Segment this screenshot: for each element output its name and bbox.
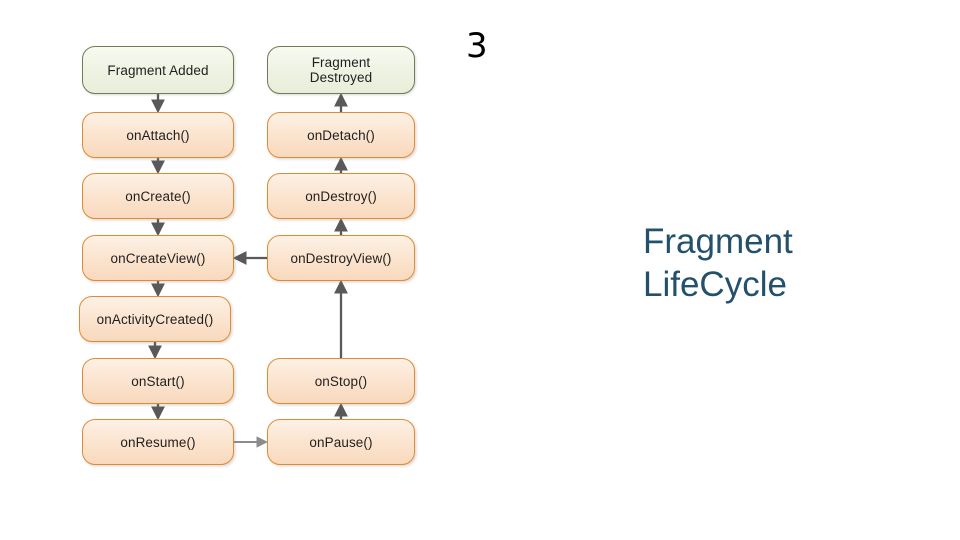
node-label: onStart() xyxy=(131,373,185,389)
node-on-pause: onPause() xyxy=(267,419,415,465)
node-on-create-view: onCreateView() xyxy=(82,235,234,281)
node-label: Fragment Added xyxy=(107,62,209,78)
node-fragment-destroyed: Fragment Destroyed xyxy=(267,46,415,94)
node-on-detach: onDetach() xyxy=(267,112,415,158)
node-label: onDetach() xyxy=(307,127,375,143)
fragment-lifecycle-diagram: Fragment Added onAttach() onCreate() onCrea… xyxy=(0,0,480,510)
slide-number: 3 xyxy=(466,26,488,66)
node-label: onAttach() xyxy=(126,127,190,143)
node-on-attach: onAttach() xyxy=(82,112,234,158)
node-on-start: onStart() xyxy=(82,358,234,404)
node-label: onStop() xyxy=(314,373,368,389)
node-label: onCreateView() xyxy=(110,250,206,266)
node-on-activity-created: onActivityCreated() xyxy=(79,296,231,342)
node-label: onActivityCreated() xyxy=(96,311,214,327)
node-on-resume: onResume() xyxy=(82,419,234,465)
node-on-stop: onStop() xyxy=(267,358,415,404)
node-fragment-added: Fragment Added xyxy=(82,46,234,94)
node-label: onCreate() xyxy=(125,188,191,204)
node-on-destroy: onDestroy() xyxy=(267,173,415,219)
node-label: onDestroy() xyxy=(305,188,377,204)
node-label: onResume() xyxy=(120,434,196,450)
node-on-destroy-view: onDestroyView() xyxy=(267,235,415,281)
page-title: Fragment LifeCycle xyxy=(643,222,793,304)
node-label: onDestroyView() xyxy=(290,250,392,266)
node-label: Fragment Destroyed xyxy=(309,55,373,85)
node-label: onPause() xyxy=(309,434,373,450)
node-on-create: onCreate() xyxy=(82,173,234,219)
